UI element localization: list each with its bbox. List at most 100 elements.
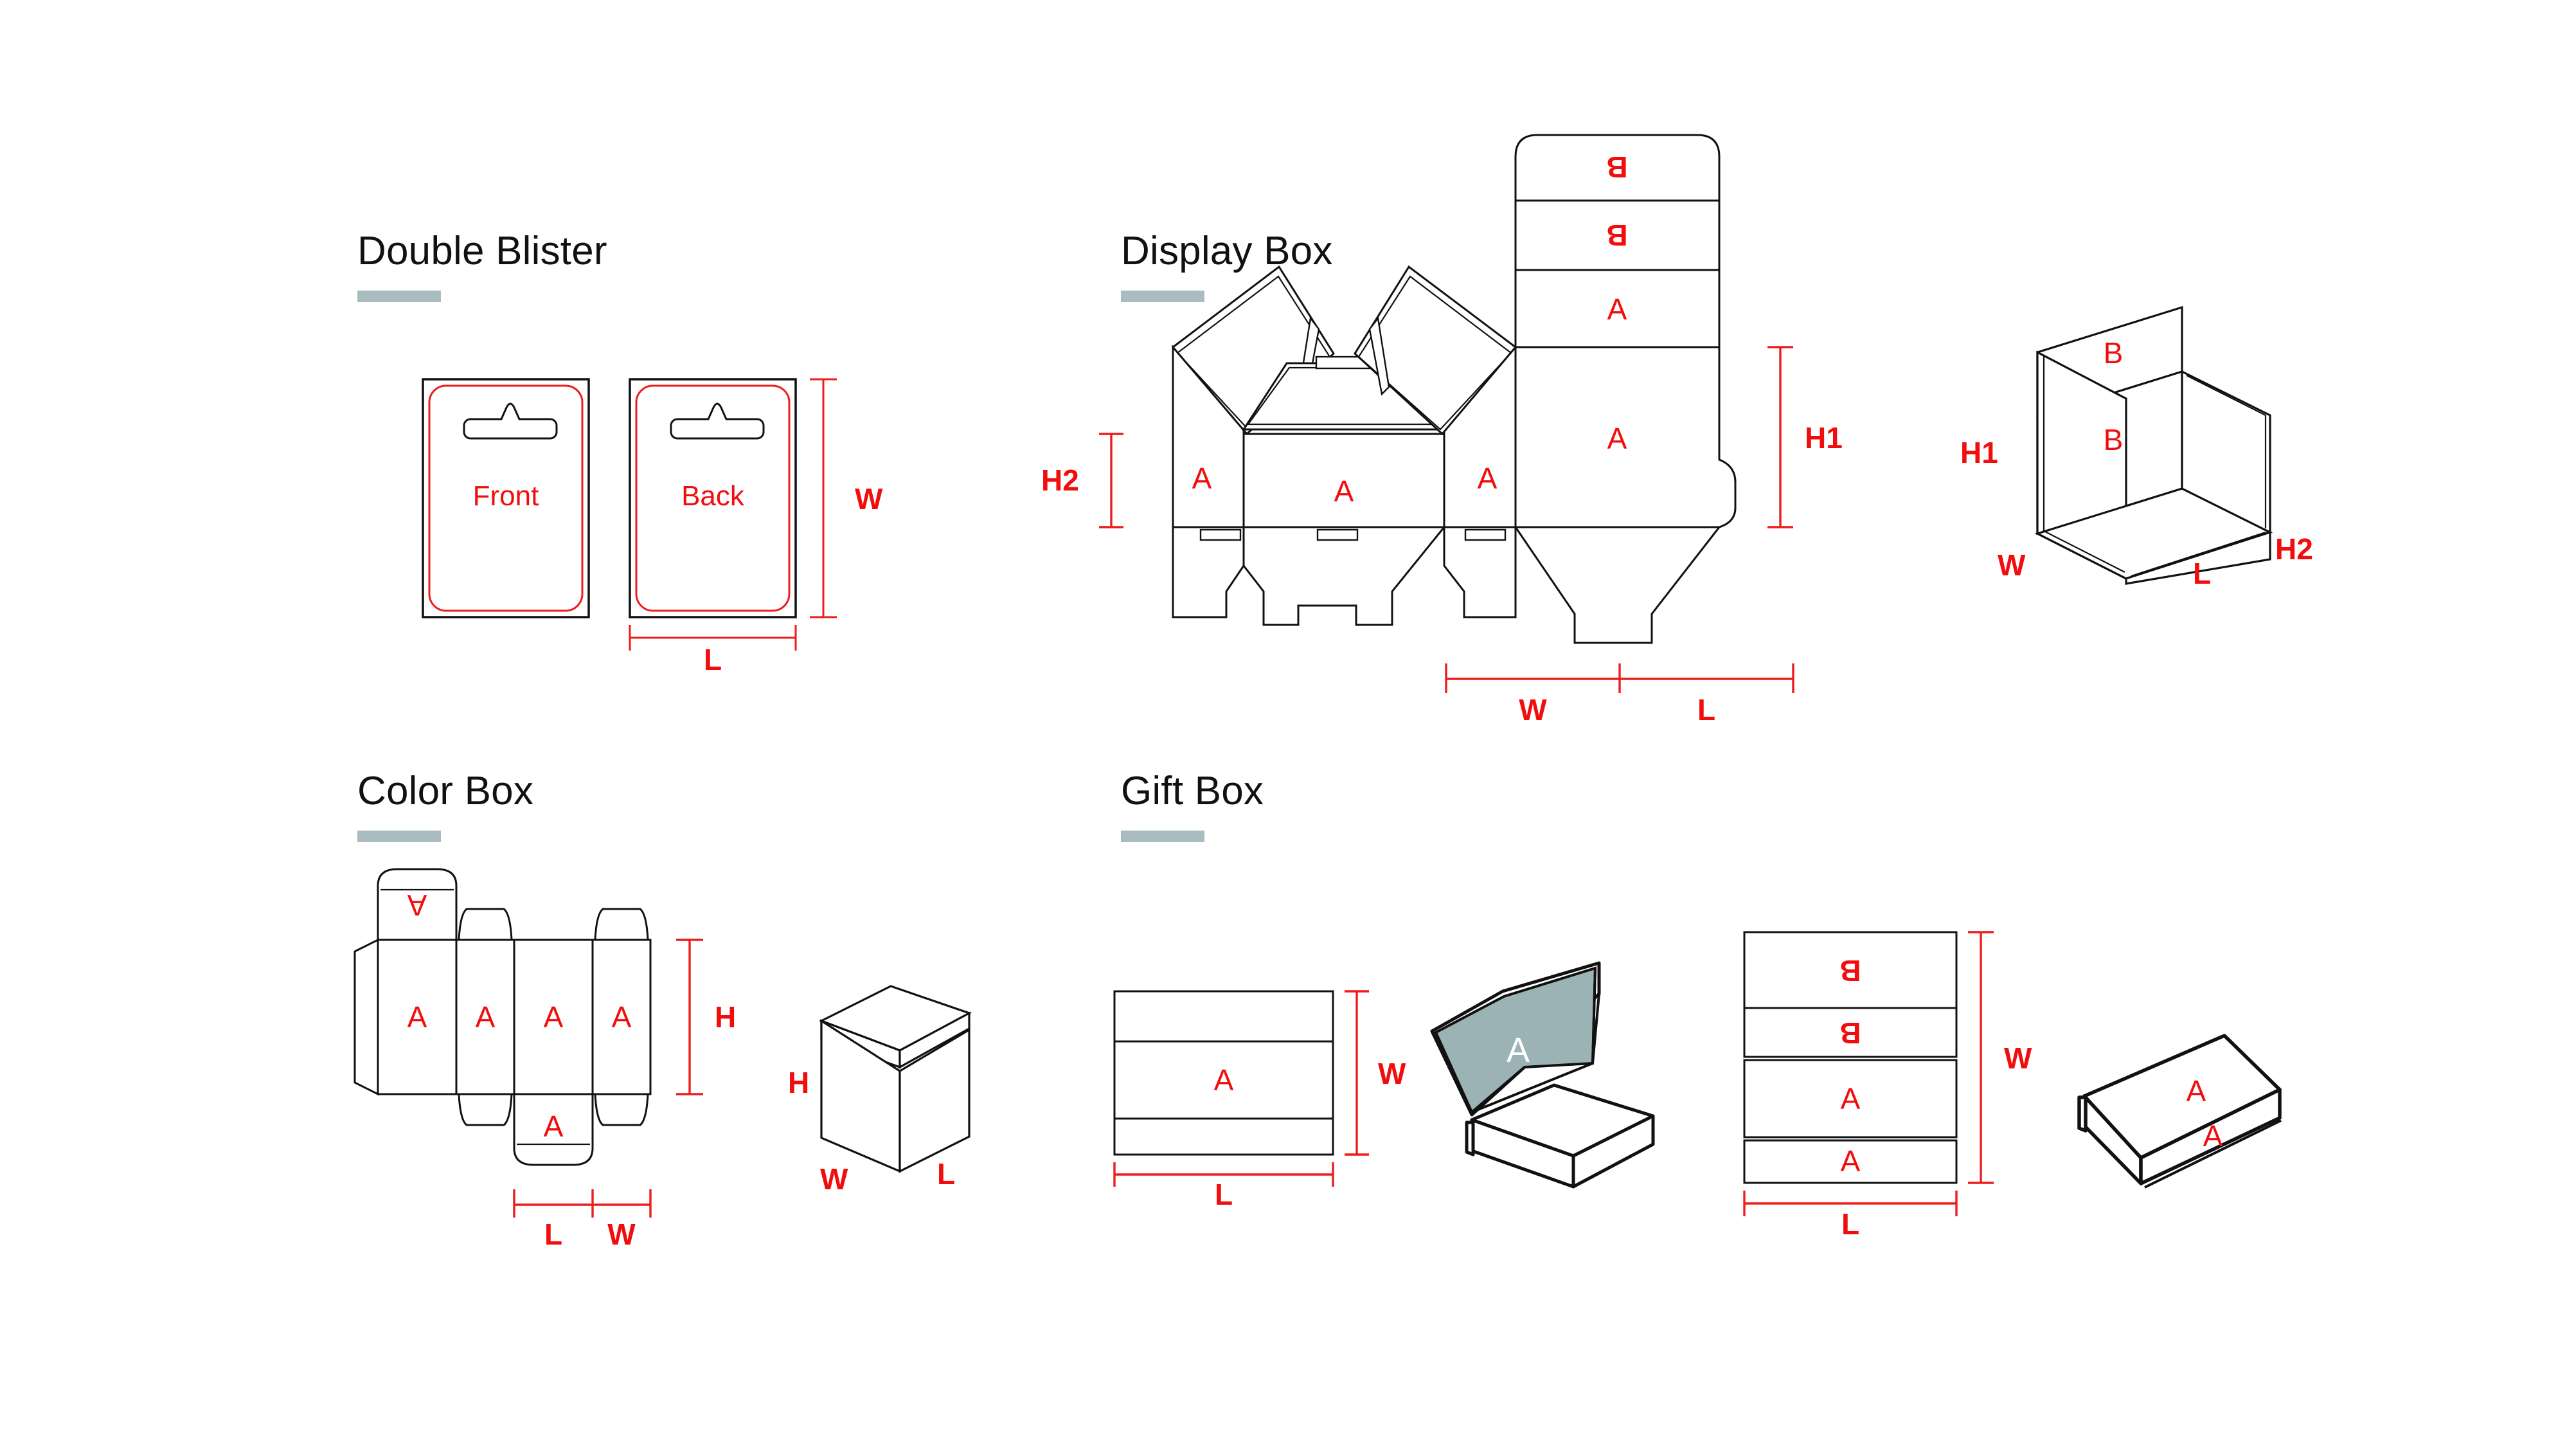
display-box-3d: B B H1 H2 W L xyxy=(1941,276,2313,590)
display-panel-label-right: A xyxy=(1478,462,1498,495)
display-panel-label-back: A xyxy=(1607,422,1627,455)
giftbox-closed-front xyxy=(2139,1088,2282,1185)
giftbox-right-panel-1 xyxy=(1743,931,1958,1009)
colorbox-dim-l-label: L xyxy=(544,1218,562,1251)
giftbox-right-label-1: B xyxy=(1839,954,1861,987)
giftbox-right-label-3: A xyxy=(1841,1082,1861,1115)
display-panel-label-front: A xyxy=(1334,474,1354,508)
blister-back-label: Back xyxy=(681,480,745,512)
color-box-3d: H W L xyxy=(765,977,1035,1221)
gift-box-closed-3d: A A xyxy=(2047,1006,2304,1192)
color-box-dieline: A A A A A A H L W xyxy=(321,868,784,1299)
colorbox-panel-2 xyxy=(455,939,515,1095)
giftbox-right-panel-2 xyxy=(1743,1007,1958,1058)
colorbox-top-dust-flap-4 xyxy=(594,908,649,941)
giftbox-closed-side-label: A xyxy=(2203,1119,2223,1153)
display3d-dim-l-label: L xyxy=(2193,557,2211,590)
display-front-bottom-flap xyxy=(1242,526,1447,626)
giftbox-flat-dim-w-label: W xyxy=(1378,1057,1406,1090)
giftbox-right-dim-l xyxy=(1743,1191,1958,1216)
colorbox-dim-h-label: H xyxy=(715,1000,736,1034)
giftbox-flat-main-panel xyxy=(1113,1040,1334,1120)
giftbox-flat-bottom-band xyxy=(1113,1117,1334,1156)
display-top-b-panel xyxy=(1514,134,1721,202)
display-front-panel xyxy=(1242,433,1445,528)
colorbox-label-panel-4: A xyxy=(612,1000,632,1034)
section-double-blister: Double Blister xyxy=(357,231,607,302)
display3d-dim-h2-label: H2 xyxy=(2275,532,2313,566)
double-blister-accent-bar xyxy=(357,291,441,302)
display-tab-slot-icon xyxy=(1199,528,1242,541)
giftbox-flat-dim-l-label: L xyxy=(1215,1178,1233,1211)
display-panel-label-left: A xyxy=(1192,462,1212,495)
giftbox-right-panel-4 xyxy=(1743,1139,1958,1184)
colorbox3d-dim-h-label: H xyxy=(788,1066,809,1099)
colorbox-dim-w-label: W xyxy=(607,1218,636,1251)
display-upper-b-panel xyxy=(1514,199,1721,271)
blister-front-card: Front xyxy=(422,378,590,618)
gift-box-flat-left: A W L xyxy=(1105,984,1406,1211)
display-dim-wl xyxy=(1445,663,1794,693)
section-gift-box: Gift Box xyxy=(1121,771,1264,842)
display-box-title: Display Box xyxy=(1121,229,1333,273)
display3d-header-label: B xyxy=(2104,336,2124,370)
gift-box-flat-right: B B A A W L xyxy=(1735,926,2044,1241)
display-tab-slot-icon xyxy=(1316,528,1359,541)
display-dim-h1 xyxy=(1767,346,1793,528)
giftbox-closed-lip xyxy=(2077,1095,2088,1133)
display3d-right-wall xyxy=(2181,370,2271,534)
giftbox-right-dim-w-label: W xyxy=(2004,1041,2032,1075)
blister-back-card: Back xyxy=(629,378,797,618)
giftbox-flat-panel-label: A xyxy=(1214,1063,1234,1097)
color-box-title: Color Box xyxy=(357,769,534,813)
giftbox-right-dim-l-label: L xyxy=(1841,1207,1859,1241)
blister-dim-l xyxy=(629,625,797,651)
display-dim-l-label: L xyxy=(1697,693,1715,726)
hang-hole-icon xyxy=(463,402,558,440)
colorbox-bottom-tuck-flap xyxy=(513,1093,594,1166)
section-display-box: Display Box xyxy=(1121,231,1333,302)
double-blister-drawing: Front Back W L xyxy=(411,373,926,676)
display-back-panel xyxy=(1514,346,1737,528)
hang-hole-icon xyxy=(670,402,765,440)
display-lock-slot-icon xyxy=(1368,316,1390,396)
section-color-box: Color Box xyxy=(357,771,533,842)
colorbox3d-lid-right-edge xyxy=(899,1011,970,1069)
display-box-accent-bar xyxy=(1121,291,1204,302)
giftbox3d-base-lip xyxy=(1465,1120,1475,1156)
colorbox3d-right-face xyxy=(899,1028,970,1173)
double-blister-title: Double Blister xyxy=(357,229,607,273)
display3d-dim-h1-label: H1 xyxy=(1960,436,1998,469)
gift-box-open-3d: A xyxy=(1427,951,1697,1196)
display3d-back-label: B xyxy=(2104,423,2124,456)
color-box-accent-bar xyxy=(357,831,441,842)
colorbox3d-dim-l-label: L xyxy=(937,1157,955,1191)
giftbox-right-dim-w xyxy=(1968,931,1994,1184)
colorbox-bottom-dust-flap-2 xyxy=(458,1093,513,1126)
gift-box-title: Gift Box xyxy=(1121,769,1264,813)
giftbox-right-label-2: B xyxy=(1839,1016,1861,1050)
colorbox-label-tuck-top: A xyxy=(407,888,427,922)
display-dim-h1-label: H1 xyxy=(1805,421,1843,455)
blister-dim-l-label: L xyxy=(704,643,722,676)
display-panel-label-upper-a: A xyxy=(1607,292,1627,326)
colorbox-dim-h xyxy=(676,939,703,1095)
gift-box-accent-bar xyxy=(1121,831,1204,842)
colorbox-glue-flap xyxy=(353,938,379,1096)
colorbox3d-dim-w-label: W xyxy=(820,1162,848,1196)
colorbox-label-panel-3: A xyxy=(544,1000,564,1034)
blister-dim-w xyxy=(810,378,837,618)
display-back-glue-flap xyxy=(1514,526,1722,644)
colorbox-label-tuck-bottom: A xyxy=(544,1110,564,1143)
giftbox-closed-top-label: A xyxy=(2187,1074,2206,1108)
blister-front-label: Front xyxy=(473,480,539,512)
display-dim-h2-label: H2 xyxy=(1041,464,1079,497)
display-tab-slot-icon xyxy=(1464,528,1507,541)
display3d-front-lip xyxy=(2125,530,2271,585)
colorbox-top-tuck-flap xyxy=(377,868,458,941)
colorbox-bottom-dust-flap-4 xyxy=(594,1093,649,1126)
display-dim-w-label: W xyxy=(1519,693,1547,726)
colorbox-panel-1 xyxy=(377,939,458,1095)
giftbox3d-base-right xyxy=(1571,1114,1655,1189)
giftbox3d-lid-label: A xyxy=(1507,1031,1530,1070)
